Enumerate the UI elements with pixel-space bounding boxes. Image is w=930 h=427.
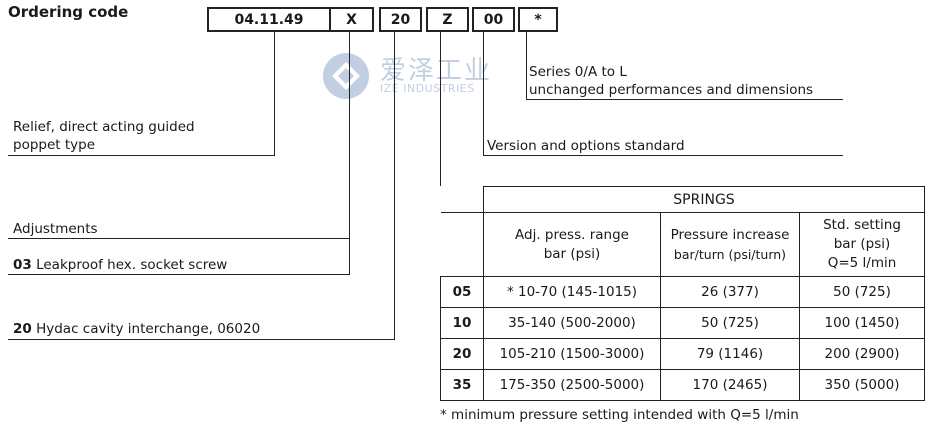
table-row: 20 105-210 (1500-3000) 79 (1146) 200 (29… [440, 338, 925, 370]
col-header-setting-line2: bar (psi) [833, 236, 891, 252]
watermark-emblem-icon [323, 53, 369, 99]
col-header-increase-line2: bar/turn (psi/turn) [673, 246, 787, 262]
code-segment-version: 00 [472, 7, 515, 32]
row-increase: 26 (377) [660, 276, 800, 308]
relief-label-line1: Relief, direct acting guided [13, 119, 195, 135]
cavity-code: 20 [13, 321, 32, 337]
relief-label-line2: poppet type [13, 137, 96, 153]
leader-version-vertical [483, 32, 484, 156]
leader-adjustment-horizontal [8, 238, 350, 239]
row-code: 10 [440, 307, 484, 339]
leader-adjustment-vertical [349, 32, 350, 275]
row-range: 35-140 (500-2000) [483, 307, 661, 339]
adjustments-heading: Adjustments [13, 221, 98, 237]
leader-relief-vertical [274, 32, 275, 156]
row-setting: 100 (1450) [799, 307, 925, 339]
watermark-chinese: 爱泽工业 [380, 56, 493, 86]
col-header-range-line1: Adj. press. range [515, 226, 629, 243]
leader-version-horizontal [483, 155, 843, 156]
table-row: 35 175-350 (2500-5000) 170 (2465) 350 (5… [440, 369, 925, 401]
springs-title: SPRINGS [483, 186, 925, 213]
adjustment-text: Leakproof hex. socket screw [31, 257, 228, 273]
code-segment-z: Z [426, 7, 469, 32]
row-code: 05 [440, 276, 484, 308]
row-range: 175-350 (2500-5000) [483, 369, 661, 401]
springs-table: SPRINGS Adj. press. range bar (psi) Pres… [440, 186, 925, 401]
table-corner-2 [440, 212, 484, 277]
row-code: 35 [440, 369, 484, 401]
ordering-code-title: Ordering code [8, 3, 129, 21]
leader-springs-vertical [440, 32, 441, 186]
row-setting: 350 (5000) [799, 369, 925, 401]
table-row: 10 35-140 (500-2000) 50 (725) 100 (1450) [440, 307, 925, 339]
col-header-setting-line3: Q=5 l/min [827, 255, 897, 271]
col-header-setting: Std. setting bar (psi) Q=5 l/min [799, 212, 925, 277]
leader-cavity-vertical [394, 32, 395, 340]
code-segment-x: X [331, 7, 374, 32]
leader-adjustment-bottom [8, 274, 350, 275]
code-segment-base: 04.11.49 [207, 7, 331, 32]
col-header-setting-line1: Std. setting [823, 217, 901, 233]
row-increase: 50 (725) [660, 307, 800, 339]
col-header-range: Adj. press. range bar (psi) [483, 212, 661, 277]
adjustment-code: 03 [13, 257, 32, 273]
series-label-line2: unchanged performances and dimensions [529, 82, 814, 98]
leader-cavity-horizontal [8, 339, 395, 340]
row-code: 20 [440, 338, 484, 370]
cavity-option: 20 Hydac cavity interchange, 06020 [13, 320, 260, 338]
leader-series-vertical [526, 32, 527, 100]
col-header-increase-line1: Pressure increase [670, 226, 790, 243]
watermark-english: IZE INDUSTRIES [380, 82, 475, 95]
table-corner [440, 186, 484, 213]
row-range: 105-210 (1500-3000) [483, 338, 661, 370]
adjustment-option: 03 Leakproof hex. socket screw [13, 256, 227, 274]
cavity-text: Hydac cavity interchange, 06020 [31, 321, 261, 337]
row-increase: 79 (1146) [660, 338, 800, 370]
row-setting: 50 (725) [799, 276, 925, 308]
footnote: * minimum pressure setting intended with… [440, 407, 799, 423]
code-segment-series: * [518, 7, 558, 32]
leader-series-horizontal [526, 99, 843, 100]
watermark-logo: 爱泽工业 IZE INDUSTRIES [318, 50, 503, 102]
code-segment-spring: 20 [379, 7, 422, 32]
col-header-increase: Pressure increase bar/turn (psi/turn) [660, 212, 800, 277]
series-label-line1: Series 0/A to L [529, 64, 627, 80]
row-range: * 10-70 (145-1015) [483, 276, 661, 308]
table-row: 05 * 10-70 (145-1015) 26 (377) 50 (725) [440, 276, 925, 308]
leader-relief-horizontal [8, 155, 275, 156]
version-label: Version and options standard [487, 138, 685, 154]
row-setting: 200 (2900) [799, 338, 925, 370]
col-header-range-line2: bar (psi) [543, 245, 601, 262]
row-increase: 170 (2465) [660, 369, 800, 401]
